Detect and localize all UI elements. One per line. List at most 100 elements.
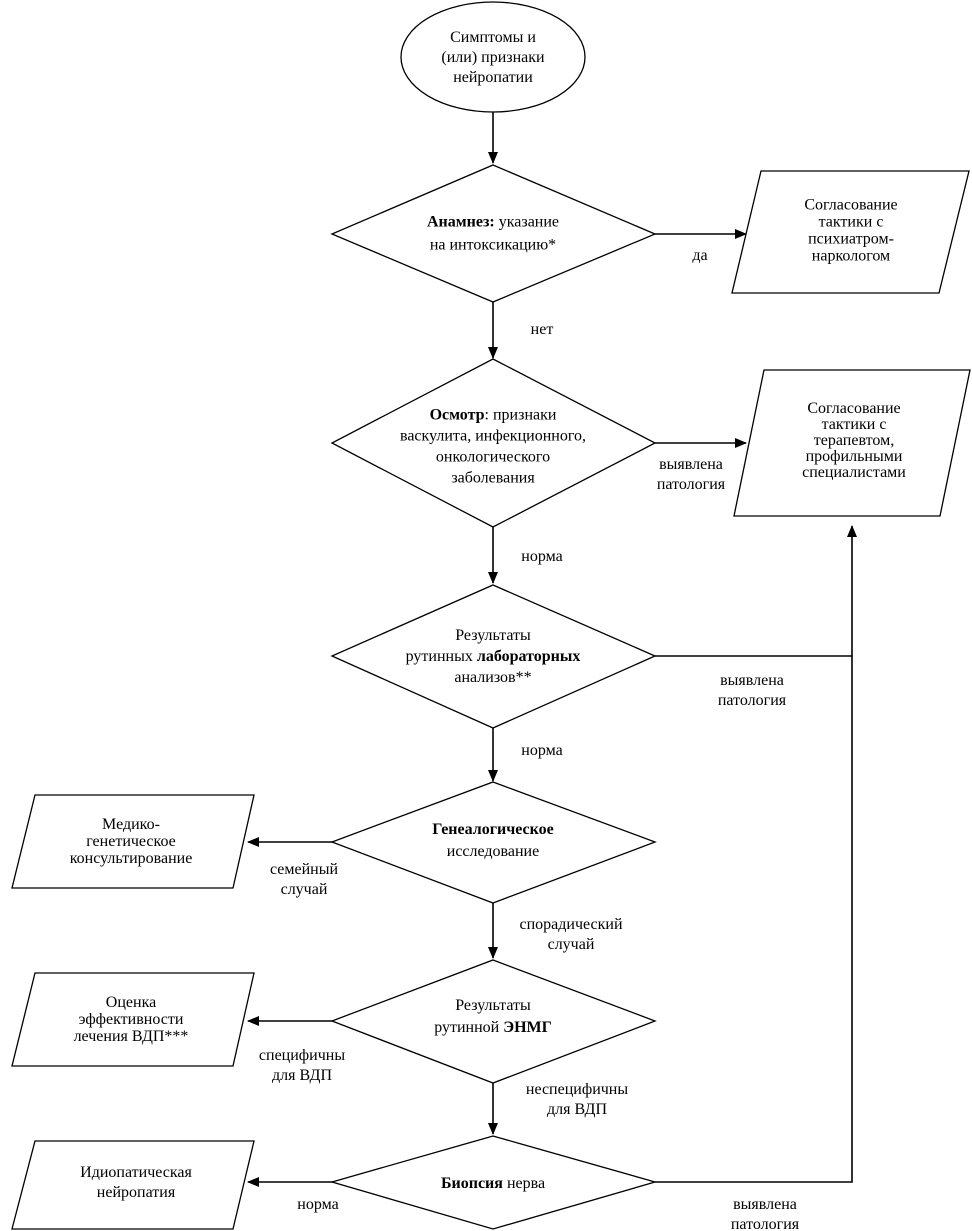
enmg-line-1: Результаты (455, 997, 531, 1014)
label-biopsy-pathology-line-2: патология (731, 1216, 800, 1231)
treatment-efficacy-parallelogram (11, 972, 255, 1067)
label-exam-pathology: выявлена патология (657, 456, 726, 493)
psychiatrist-line-3: психиатром- (808, 231, 894, 248)
genealogy-diamond (330, 781, 657, 904)
label-labs-pathology: выявлена патология (718, 672, 787, 709)
treatment-efficacy-line-3: лечения ВДП*** (74, 1028, 189, 1045)
anamnesis-line-1-part-1: Анамнез: (427, 214, 495, 231)
genetic-counseling-line-1: Медико- (102, 816, 160, 833)
labs-line-2-part-1: рутинных (406, 648, 477, 665)
biopsy-line-1-part-2: нерва (503, 1175, 545, 1192)
label-biopsy-norm-line-1: норма (297, 1196, 338, 1213)
therapist-line-4: профильными (806, 448, 903, 465)
exam-line-2: васкулита, инфекционного, (400, 428, 586, 445)
psychiatrist-parallelogram (731, 170, 970, 294)
biopsy-diamond (329, 1135, 658, 1230)
label-labs-norm: норма (521, 742, 562, 759)
label-genealogy-family-line-1: семейный (270, 861, 339, 878)
exam-text: Осмотр: признаки васкулита, инфекционного… (400, 407, 586, 487)
therapist-line-5: специалистами (802, 464, 906, 481)
arrow-biopsy-feedback-to-therapist (655, 525, 857, 1183)
enmg-line-2-part-2: ЭНМГ (503, 1019, 552, 1036)
genealogy-line-1: Генеалогическое (432, 821, 554, 838)
anamnesis-line-1-part-2: указание (495, 214, 559, 231)
start-line-3: нейропатии (453, 69, 533, 86)
label-genealogy-sporadic-line-2: случай (548, 936, 595, 953)
genetic-counseling-line-2: генетическое (86, 833, 176, 850)
decision-anamnesis: Анамнез: указание на интоксикацию* (330, 164, 657, 303)
genealogy-text: Генеалогическое исследование (432, 821, 554, 860)
label-genealogy-sporadic: спорадический случай (519, 916, 622, 953)
therapist-line-3: терапевтом, (814, 432, 894, 449)
psychiatrist-line-1: Согласование (804, 197, 897, 214)
psychiatrist-line-2: тактики с (819, 214, 884, 231)
branch-labels: да нет выявлена патология норма выявлена п… (259, 247, 800, 1231)
label-exam-pathology-line-1: выявлена (659, 456, 723, 473)
start-line-2: (или) признаки (441, 49, 545, 66)
label-labs-norm-line-1: норма (521, 742, 562, 759)
psychiatrist-line-4: наркологом (812, 248, 890, 265)
exam-line-1-part-2: : признаки (485, 407, 557, 424)
labs-line-3: анализов** (454, 669, 531, 686)
label-enmg-specific: специфичны для ВДП (259, 1047, 345, 1084)
label-labs-pathology-line-2: патология (718, 692, 787, 709)
label-enmg-specific-line-1: специфичны (259, 1047, 345, 1064)
exam-line-4: заболевания (451, 470, 535, 487)
label-biopsy-pathology-line-1: выявлена (733, 1196, 797, 1213)
label-anamnesis-no: нет (531, 321, 554, 338)
idiopathic-text: Идиопатическая нейропатия (80, 1164, 192, 1201)
enmg-line-2-part-1: рутинной (434, 1019, 503, 1036)
decision-genealogy: Генеалогическое исследование (330, 781, 657, 904)
label-exam-norm-line-1: норма (521, 548, 562, 565)
label-enmg-specific-line-2: для ВДП (272, 1067, 332, 1084)
biopsy-text: Биопсия нерва (441, 1175, 545, 1192)
idiopathic-line-1: Идиопатическая (80, 1164, 192, 1181)
label-anamnesis-yes: да (692, 247, 707, 264)
connectors (247, 112, 857, 1187)
anamnesis-text: Анамнез: указание на интоксикацию* (427, 214, 559, 254)
label-exam-pathology-line-2: патология (657, 476, 726, 493)
enmg-diamond (330, 959, 657, 1084)
decision-exam: Осмотр: признаки васкулита, инфекционного… (330, 358, 657, 528)
decision-labs: Результаты рутинных лабораторных анализов*… (330, 584, 657, 729)
decision-biopsy: Биопсия нерва (329, 1135, 658, 1230)
idiopathic-parallelogram (11, 1140, 255, 1230)
biopsy-line-1-part-1: Биопсия (441, 1175, 503, 1192)
genetic-counseling-parallelogram (11, 794, 255, 889)
labs-text: Результаты рутинных лабораторных анализов*… (406, 627, 581, 686)
treatment-efficacy-line-2: эффективности (79, 1011, 184, 1028)
label-biopsy-norm: норма (297, 1196, 338, 1213)
label-anamnesis-no-line-1: нет (531, 321, 554, 338)
label-labs-pathology-line-1: выявлена (720, 672, 784, 689)
therapist-line-1: Согласование (807, 400, 900, 417)
label-genealogy-sporadic-line-1: спорадический (519, 916, 622, 933)
exam-line-3: онкологического (436, 449, 550, 466)
idiopathic-line-2: нейропатия (97, 1184, 176, 1201)
genealogy-line-2: исследование (447, 843, 539, 860)
labs-line-1: Результаты (455, 627, 531, 644)
genetic-counseling-line-3: консультирование (70, 850, 193, 867)
label-biopsy-pathology: выявлена патология (731, 1196, 800, 1231)
enmg-text: Результаты рутинной ЭНМГ (434, 997, 552, 1036)
anamnesis-diamond (330, 164, 657, 303)
exam-line-1-part-1: Осмотр (430, 407, 485, 424)
decision-enmg: Результаты рутинной ЭНМГ (330, 959, 657, 1084)
labs-line-2-part-2: лабораторных (477, 648, 581, 665)
anamnesis-line-2: на интоксикацию* (430, 237, 556, 254)
labs-diamond (330, 584, 657, 729)
exam-diamond (330, 358, 657, 528)
therapist-line-2: тактики с (822, 416, 887, 433)
label-enmg-nonspecific-line-1: неспецифичны (526, 1081, 628, 1098)
